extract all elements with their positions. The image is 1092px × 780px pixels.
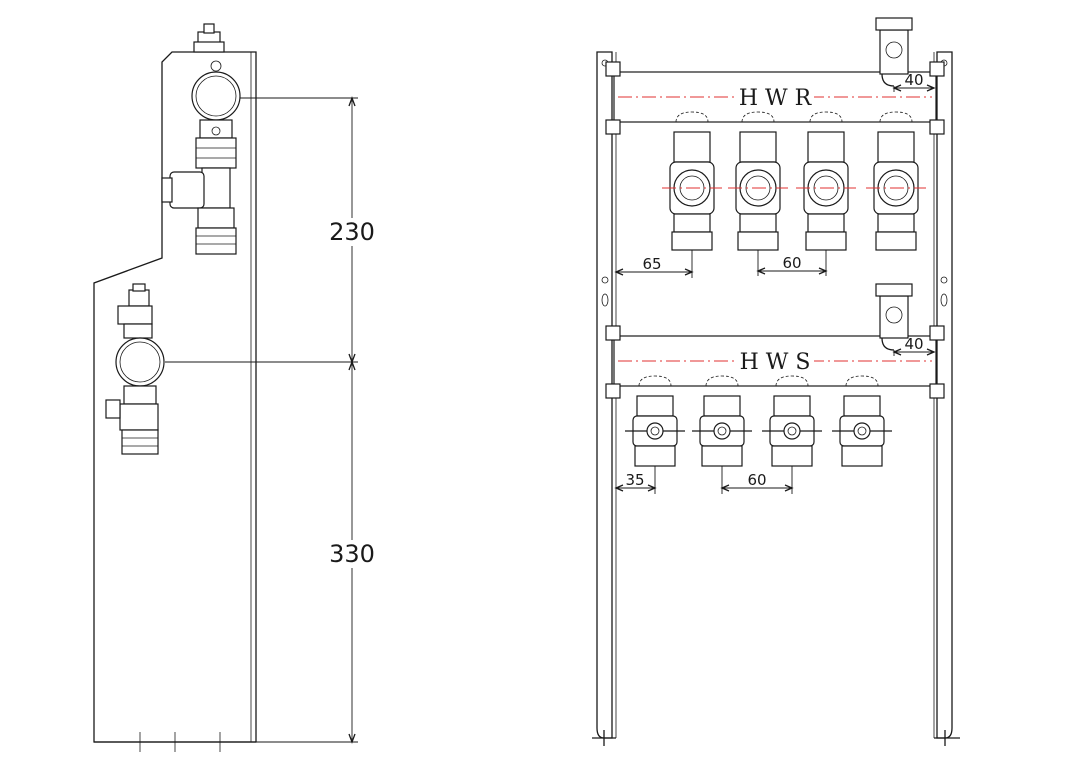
arrow-bottom	[348, 733, 356, 744]
supply-vent-top	[128, 289, 150, 307]
hws-bracket-tr	[929, 325, 945, 341]
hws-bracket-tl	[605, 325, 621, 341]
hws-label: H W S	[740, 350, 811, 375]
hwr-bracket-bl	[605, 119, 621, 135]
air-vent-base	[193, 41, 225, 53]
nut-mark	[211, 126, 221, 136]
hwr-valve-2	[728, 111, 788, 251]
supply-ball-valve	[119, 403, 159, 431]
side-plate-outline	[93, 51, 257, 743]
dim-230-label: 230	[329, 218, 375, 246]
hwr-header: H W R	[605, 17, 945, 135]
supply-pipe-section	[115, 337, 165, 387]
side-port	[169, 171, 205, 209]
hws-vent-wing	[875, 283, 913, 297]
hwr-air-vent	[879, 29, 909, 75]
arrow-top	[348, 96, 356, 107]
vent-knob	[210, 60, 222, 72]
supply-handle	[105, 399, 121, 419]
supply-vent-body	[117, 305, 153, 325]
hws-bracket-bl	[605, 383, 621, 399]
hwr-valve-3	[796, 111, 856, 251]
hwr-bracket-tl	[605, 61, 621, 77]
hws-pitch-label: 60	[747, 471, 766, 489]
hws-vent-elbow	[881, 337, 895, 351]
hwr-valve-4	[866, 111, 926, 251]
tee-body	[201, 167, 231, 209]
supply-union	[123, 385, 157, 405]
supply-nut	[123, 323, 153, 339]
side-port-cap	[161, 177, 173, 203]
hwr-bracket-br	[929, 119, 945, 135]
hws-valve-3	[762, 375, 822, 467]
hwr-vent-elbow	[881, 73, 895, 87]
side-view: 230 330	[93, 23, 378, 752]
return-pipe-inner	[195, 75, 237, 117]
hws-dimensions: 40 35 60	[614, 335, 936, 494]
hws-air-vent	[879, 295, 909, 339]
hws-offset-label: 40	[904, 335, 923, 353]
hws-header: H W S	[605, 283, 945, 399]
hwr-offset-label: 40	[904, 71, 923, 89]
valve-body	[195, 137, 237, 169]
hwr-vent-wing	[875, 17, 913, 31]
hws-valve-1	[625, 375, 685, 467]
hws-bracket-br	[929, 383, 945, 399]
hws-valve-2	[692, 375, 752, 467]
union-nut-lower	[197, 207, 235, 229]
supply-vent-cap	[132, 283, 146, 292]
front-view: H W R	[592, 17, 960, 746]
lower-fitting	[195, 227, 237, 255]
side-dimensions: 230 330	[165, 96, 378, 744]
hws-valve-4	[832, 375, 892, 467]
hws-edge-label: 35	[625, 471, 644, 489]
side-return-valve	[161, 23, 241, 255]
air-vent-cap	[203, 23, 215, 34]
hwr-edge-label: 65	[642, 255, 661, 273]
side-supply-valve	[105, 283, 165, 455]
arrow-mid-down	[348, 360, 356, 371]
hws-valves	[625, 375, 892, 467]
hwr-valves	[662, 111, 926, 251]
dim-330-label: 330	[329, 540, 375, 568]
hwr-dimensions: 40 65 60	[614, 71, 936, 278]
hwr-bracket-tr	[929, 61, 945, 77]
hwr-label: H W R	[739, 86, 813, 111]
supply-pipe-inner	[119, 341, 161, 383]
supply-fitting	[121, 429, 159, 455]
hwr-valve-1	[662, 111, 722, 251]
hwr-pitch-label: 60	[782, 254, 801, 272]
return-pipe-section	[191, 71, 241, 121]
